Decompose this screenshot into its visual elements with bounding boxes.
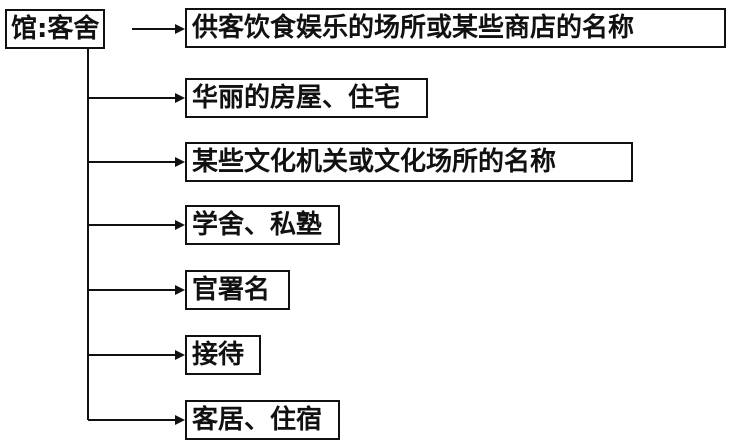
meaning-box-7: 客居、住宿 <box>185 400 340 440</box>
meaning-label: 接待 <box>192 340 245 370</box>
meaning-box-5: 官署名 <box>185 270 290 310</box>
meaning-box-1: 供客饮食娱乐的场所或某些商店的名称 <box>185 8 726 48</box>
meaning-label: 官署名 <box>192 275 271 305</box>
meaning-label: 学舍、私塾 <box>192 210 323 240</box>
meaning-label: 某些文化机关或文化场所的名称 <box>192 147 557 177</box>
arrowhead-3 <box>175 220 185 230</box>
meaning-box-3: 某些文化机关或文化场所的名称 <box>185 142 633 182</box>
arrowhead-6 <box>175 415 185 425</box>
meaning-label: 华丽的房屋、住宅 <box>192 83 401 113</box>
meaning-label: 供客饮食娱乐的场所或某些商店的名称 <box>192 13 635 43</box>
arrowhead-1 <box>175 93 185 103</box>
arrowhead-5 <box>175 350 185 360</box>
meaning-label: 客居、住宿 <box>192 405 323 435</box>
arrowhead-2 <box>175 157 185 167</box>
arrowhead-4 <box>175 285 185 295</box>
meaning-box-2: 华丽的房屋、住宅 <box>185 78 428 118</box>
meaning-box-4: 学舍、私塾 <box>185 205 340 245</box>
arrowhead-0 <box>175 24 185 34</box>
root-term-label: 馆:客舍 <box>11 14 100 44</box>
meaning-box-6: 接待 <box>185 335 261 375</box>
root-term-box: 馆:客舍 <box>5 9 106 49</box>
